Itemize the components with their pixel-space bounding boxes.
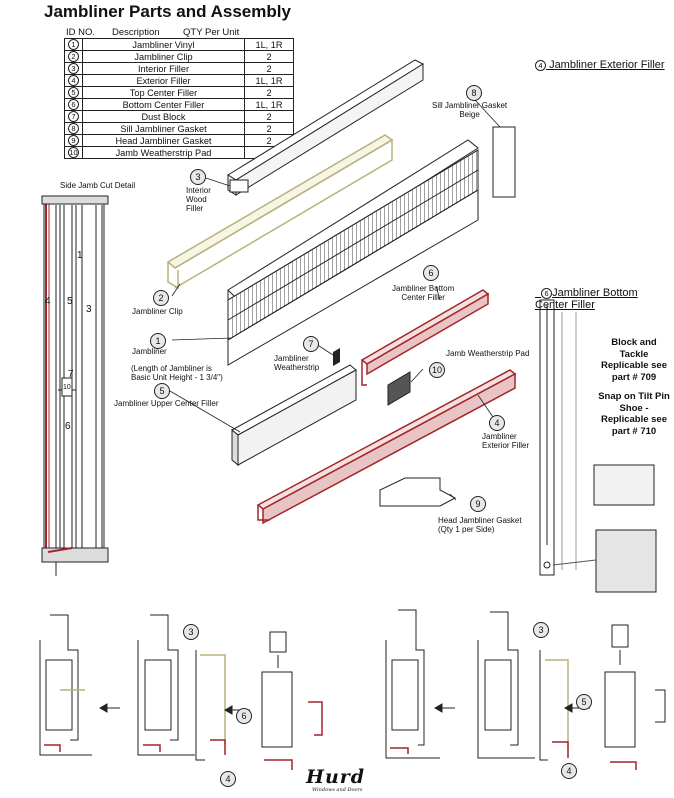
- part-id: 5: [64, 86, 83, 99]
- bottom-callout-3a: 3: [183, 624, 199, 640]
- callout-3: 3: [190, 169, 206, 185]
- head-gasket-label: Head Jambliner Gasket (Qty 1 per Side): [438, 516, 522, 534]
- bottom-center-filler-part: [360, 289, 490, 386]
- section-exterior-filler-num: 4: [535, 60, 546, 71]
- section-bottom-center-num: 6: [541, 288, 553, 299]
- col-header-id: ID NO.: [66, 27, 96, 38]
- replacement-note: Block and Tackle Replicable see part # 7…: [596, 337, 672, 437]
- weatherstrip-pad-label: Jamb Weatherstrip Pad: [446, 349, 530, 358]
- interior-wood-filler-part: [227, 59, 425, 196]
- callout-5: 5: [154, 383, 170, 399]
- section-bottom-center-text: Jambliner Bottom Center Filler: [535, 287, 638, 311]
- side-jamb-detail-label: Side Jamb Cut Detail: [60, 181, 136, 190]
- bottom-callout-4a: 4: [220, 771, 236, 787]
- bottom-callout-4b: 4: [561, 763, 577, 779]
- upper-center-filler-part: [231, 364, 357, 467]
- bottom-center-filler-label: Jambliner Bottom Center Filler: [392, 284, 455, 302]
- callout-2: 2: [153, 290, 169, 306]
- callout-1: 1: [150, 333, 166, 349]
- hurd-logo-tagline: Windows and Doors: [312, 787, 363, 793]
- part-description: Jamb Weatherstrip Pad: [82, 146, 245, 159]
- bottom-callout-3b: 3: [533, 622, 549, 638]
- jambliner-clip-label: Jambliner Clip: [132, 307, 183, 316]
- part-id: 10: [64, 146, 83, 159]
- jambliner-vinyl-part: [227, 139, 479, 366]
- hurd-logo: Hurd: [306, 766, 366, 788]
- bottom-center-filler-elevation: [539, 299, 657, 593]
- length-note-label: (Length of Jambliner is Basic Unit Heigh…: [131, 364, 223, 382]
- weatherstrip-label: Jambliner Weatherstrip: [274, 354, 320, 372]
- side-detail-num-3: 3: [86, 304, 92, 315]
- sill-gasket-label: Sill Jambliner Gasket Beige: [432, 101, 508, 119]
- jambliner-label: Jambliner: [132, 347, 167, 356]
- upper-center-filler-label: Jambliner Upper Center Filler: [114, 399, 219, 408]
- col-header-qty: QTY Per Unit: [183, 27, 240, 38]
- callout-6: 6: [423, 265, 439, 281]
- page-title: Jambliner Parts and Assembly: [44, 2, 291, 21]
- interior-wood-filler-label: Interior Wood Filler: [186, 186, 211, 213]
- exterior-filler-part: [256, 369, 517, 525]
- leader-lines: [169, 99, 501, 501]
- side-detail-num-5: 5: [67, 296, 73, 307]
- bottom-callout-6: 6: [236, 708, 252, 724]
- cross-section-views: [39, 609, 666, 770]
- sill-gasket-part: [492, 126, 516, 198]
- callout-9: 9: [470, 496, 486, 512]
- side-detail-num-7: 7: [68, 369, 74, 380]
- callout-8: 8: [466, 85, 482, 101]
- section-exterior-filler-text: Jambliner Exterior Filler: [549, 59, 665, 71]
- exterior-filler-label: Jambliner Exterior Filler: [482, 432, 530, 450]
- side-detail-num-10: 10: [63, 384, 71, 391]
- section-exterior-filler: 4 Jambliner Exterior Filler: [535, 59, 665, 71]
- jambliner-clip-part: [166, 134, 394, 290]
- col-header-description: Description: [112, 27, 160, 38]
- tilt-pin-note: Snap on Tilt Pin Shoe - Replicable see p…: [598, 391, 670, 437]
- block-tackle-note: Block and Tackle Replicable see part # 7…: [600, 337, 667, 383]
- weatherstrip-part: [333, 348, 340, 366]
- side-detail-num-6: 6: [65, 421, 71, 432]
- bottom-callout-5: 5: [576, 694, 592, 710]
- side-detail-num-1: 1: [77, 250, 83, 261]
- part-id: 9: [64, 134, 83, 147]
- callout-4: 4: [489, 415, 505, 431]
- side-jamb-detail: [41, 195, 109, 576]
- head-gasket-part: [379, 477, 457, 507]
- part-qty: 2: [244, 62, 294, 75]
- side-detail-num-4: 4: [45, 296, 51, 307]
- callout-10: 10: [429, 362, 445, 378]
- weatherstrip-pad-part: [387, 371, 411, 406]
- callout-7: 7: [303, 336, 319, 352]
